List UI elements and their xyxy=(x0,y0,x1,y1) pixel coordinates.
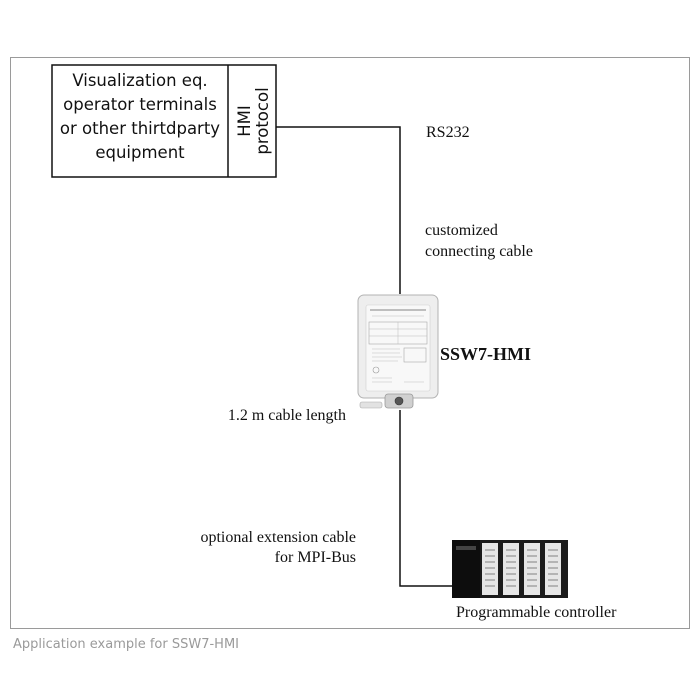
mpi-cable-line xyxy=(399,410,452,587)
extension-label-line-2: for MPI-Bus xyxy=(275,549,356,566)
plc-label: Programmable controller xyxy=(456,604,617,621)
cable-length-label: 1.2 m cable length xyxy=(228,407,346,424)
device-name-label: SSW7-HMI xyxy=(440,344,531,364)
source-line-4: equipment xyxy=(95,143,185,162)
source-equipment-box: Visualization eq. operator terminals or … xyxy=(51,64,277,178)
figure-caption: Application example for SSW7-HMI xyxy=(13,637,240,652)
programmable-controller xyxy=(452,540,568,598)
protocol-line-1: HMI xyxy=(235,105,254,137)
diagram-frame xyxy=(10,57,690,629)
ssw7-hmi-device xyxy=(357,294,439,409)
cable-label-line-2: connecting cable xyxy=(425,243,533,260)
source-line-3: or other thirtdparty xyxy=(60,119,220,138)
protocol-line-2: protocol xyxy=(253,87,272,154)
cable-label-line-1: customized xyxy=(425,222,498,239)
rs232-cable-line xyxy=(276,126,401,294)
source-line-1: Visualization eq. xyxy=(72,71,207,90)
rs232-label: RS232 xyxy=(426,124,470,141)
source-line-2: operator terminals xyxy=(63,95,217,114)
extension-label-line-1: optional extension cable xyxy=(200,529,356,546)
